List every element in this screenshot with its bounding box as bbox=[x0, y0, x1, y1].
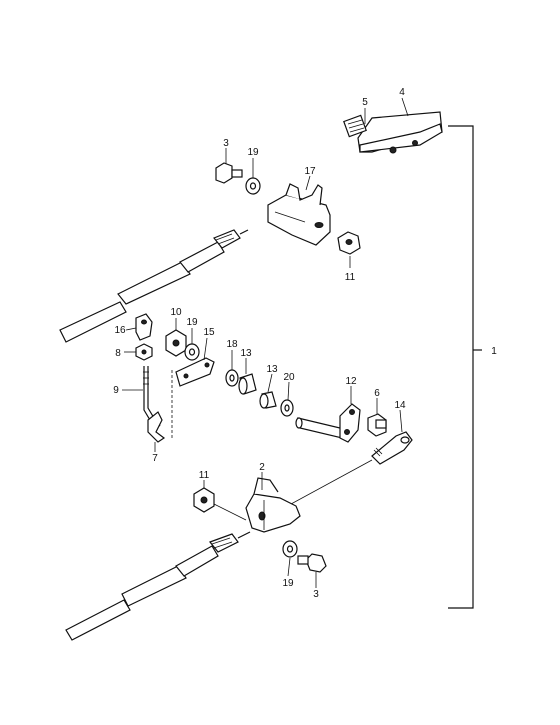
callout-12: 12 bbox=[345, 376, 357, 387]
washer-18 bbox=[225, 369, 239, 387]
lower-cable bbox=[65, 531, 251, 641]
lower-bolt bbox=[297, 553, 327, 573]
lower-bracket bbox=[245, 477, 301, 533]
callout-17: 17 bbox=[304, 166, 316, 177]
washer-mid bbox=[184, 343, 200, 361]
callout-7: 7 bbox=[152, 453, 158, 464]
leader-lines bbox=[122, 97, 409, 588]
assembly-bracket bbox=[448, 125, 482, 609]
callout-10: 10 bbox=[170, 307, 182, 318]
callout-18: 18 bbox=[226, 339, 238, 350]
callout-13b: 13 bbox=[266, 364, 278, 375]
callout-15: 15 bbox=[203, 327, 215, 338]
upper-cable bbox=[59, 229, 249, 343]
callout-19-mid: 19 bbox=[186, 317, 198, 328]
callout-labels: 1 2 3 3 4 5 6 7 8 9 10 11 11 12 13 13 14… bbox=[113, 87, 497, 600]
upper-bracket bbox=[267, 183, 331, 246]
callout-20: 20 bbox=[283, 372, 295, 383]
pivot-bolt bbox=[367, 413, 387, 437]
cable-joint bbox=[135, 313, 153, 341]
washer-lower bbox=[282, 540, 298, 558]
upper-bolt bbox=[215, 162, 243, 184]
nut-lower bbox=[193, 487, 215, 513]
callout-2: 2 bbox=[259, 462, 265, 473]
callout-4: 4 bbox=[399, 87, 405, 98]
link-line bbox=[279, 459, 373, 511]
callout-11-lower: 11 bbox=[199, 470, 210, 481]
lower-connector bbox=[213, 503, 247, 521]
callout-9: 9 bbox=[113, 385, 119, 396]
callout-3-upper: 3 bbox=[223, 138, 229, 149]
callout-6: 6 bbox=[374, 388, 380, 399]
callout-19-lower: 19 bbox=[282, 578, 294, 589]
mid-nut bbox=[165, 329, 187, 357]
bushing-a bbox=[238, 373, 257, 395]
callout-13a: 13 bbox=[240, 348, 252, 359]
callout-11-upper: 11 bbox=[345, 272, 356, 283]
link-end bbox=[371, 431, 413, 465]
callout-3-lower: 3 bbox=[313, 589, 319, 600]
plate bbox=[175, 357, 215, 387]
small-nut bbox=[135, 343, 153, 361]
lever-shaft bbox=[295, 403, 361, 443]
callout-8: 8 bbox=[115, 348, 121, 359]
callout-5: 5 bbox=[362, 97, 368, 108]
callout-16: 16 bbox=[114, 325, 126, 336]
washer-20 bbox=[280, 399, 294, 417]
nut-upper bbox=[337, 231, 361, 255]
callout-19-upper: 19 bbox=[247, 147, 259, 158]
bushing-b bbox=[259, 391, 277, 409]
callout-14: 14 bbox=[394, 400, 406, 411]
washer-upper bbox=[245, 177, 261, 195]
knob-assembly bbox=[343, 111, 443, 154]
callout-1: 1 bbox=[491, 346, 497, 357]
clip bbox=[147, 411, 166, 443]
